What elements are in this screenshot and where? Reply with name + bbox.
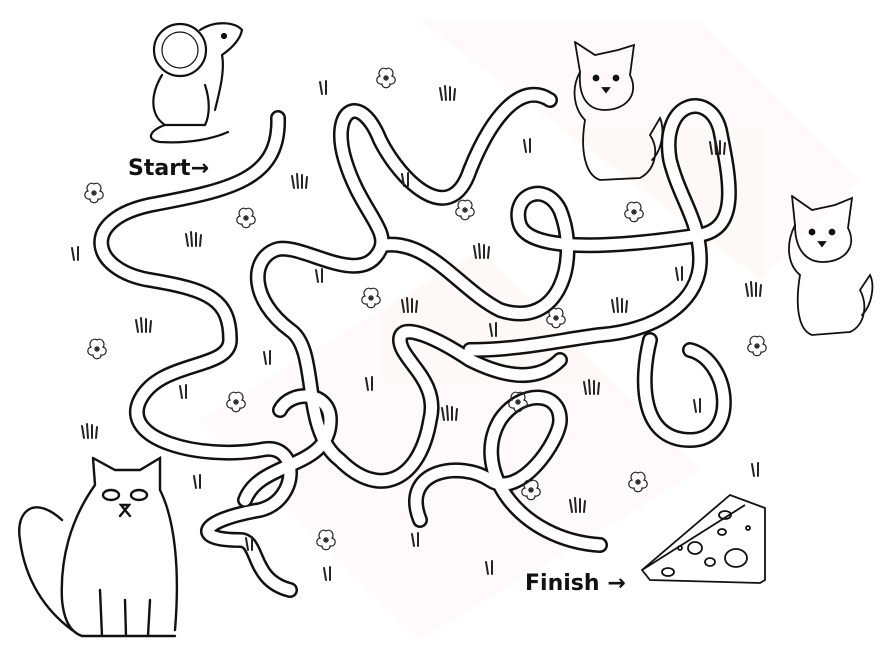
finish-label: Finish →	[525, 571, 626, 596]
maze-paths	[93, 86, 737, 598]
mouse-icon	[149, 22, 244, 144]
kitten-icon	[788, 195, 874, 336]
cheese-icon	[640, 493, 766, 584]
grumpy-cat-icon	[18, 455, 179, 638]
start-label: Start→	[128, 156, 210, 181]
kitten-icon	[573, 41, 664, 181]
